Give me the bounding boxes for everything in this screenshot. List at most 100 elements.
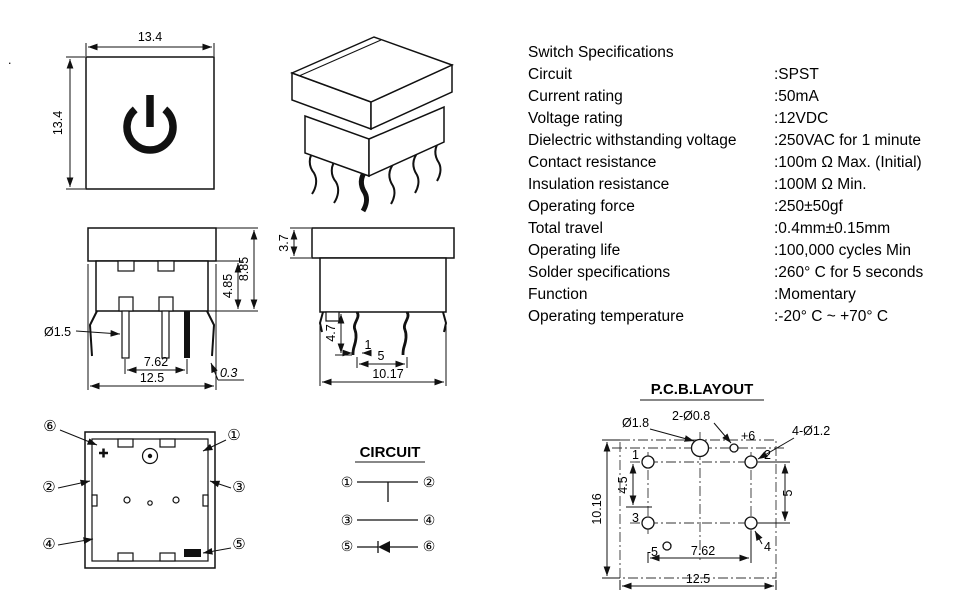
label-pin5: -5 (647, 545, 658, 559)
spec-label: Operating temperature (528, 308, 684, 325)
led-hole-plus (729, 443, 739, 453)
label-corner-holes: 4-Ø1.2 (792, 424, 830, 438)
dim-pin-width: 1 (342, 338, 372, 357)
svg-text:5: 5 (378, 349, 385, 363)
spec-value: :100,000 cycles Min (774, 242, 911, 259)
spec-label: Dielectric withstanding voltage (528, 132, 737, 149)
callout-6: ⑥ (43, 418, 56, 435)
spec-label: Circuit (528, 66, 572, 83)
spec-value: :250VAC for 1 minute (774, 132, 922, 149)
svg-text:3.7: 3.7 (277, 234, 291, 251)
spec-label: Operating life (528, 242, 621, 259)
pcb-labels: Ø1.8 2-Ø0.8 4-Ø1.2 +6 1 2 3 4 -5 (622, 409, 830, 559)
callout-2: ② (42, 479, 55, 496)
label-center-hole: Ø1.8 (622, 416, 649, 430)
dim-width-b: 10.17 (319, 326, 447, 386)
svg-text:Ø1.5: Ø1.5 (44, 325, 71, 339)
dim-total-height: 8.85 (216, 227, 258, 309)
circuit-title: CIRCUIT (360, 444, 421, 461)
dim-12.5: 12.5 (686, 572, 710, 586)
label-pin2: 2 (764, 448, 771, 462)
node-2: ② (423, 474, 436, 490)
front-dim-width: 13.4 (85, 30, 215, 56)
pcb-title: P.C.B.LAYOUT (651, 381, 754, 398)
callout-3: ③ (232, 479, 245, 496)
bottom-view: ⑥ ① ② ③ ④ ⑤ (42, 418, 246, 569)
spec-label: Total travel (528, 220, 603, 237)
iso-body-right-face (368, 105, 445, 178)
dim-13.4-top: 13.4 (138, 30, 162, 44)
svg-text:12.5: 12.5 (140, 371, 164, 385)
spec-value: :12VDC (774, 110, 829, 127)
dim-offset: 0.3 (210, 362, 244, 381)
node-4: ④ (423, 512, 436, 528)
spec-value: :100m Ω Max. (Initial) (774, 154, 922, 171)
spec-row: Total travel :0.4mm±0.15mm (528, 218, 976, 240)
dim-width-a: 12.5 (87, 264, 217, 390)
svg-text:1: 1 (365, 338, 372, 352)
spec-value: :0.4mm±0.15mm (774, 220, 891, 237)
dim-pin-dia: Ø1.5 (44, 325, 121, 339)
side-view-b: 3.7 4.7 1 5 10.17 (277, 227, 455, 386)
hole-4 (744, 516, 758, 530)
stray-dot: . (8, 53, 11, 67)
spec-value: :250±50gf (774, 198, 843, 215)
polarity-mark (184, 549, 201, 557)
circuit-diagram: CIRCUIT ① ② ③ ④ ⑤ ⑥ (341, 444, 436, 554)
hole-2 (744, 455, 758, 469)
body-b (319, 257, 447, 313)
svg-text:8.85: 8.85 (237, 257, 251, 281)
pcb-layout: P.C.B.LAYOUT Ø1.8 2-Ø0.8 4-Ø1.2 +6 1 2 3 (590, 381, 830, 590)
iso-cap-top-face (289, 36, 454, 103)
hole-1 (641, 455, 655, 469)
spec-row: Voltage rating :12VDC (528, 108, 976, 130)
svg-text:7.62: 7.62 (144, 355, 168, 369)
node-1: ① (341, 474, 354, 490)
cap-b (311, 227, 455, 259)
spec-title: Switch Specifications (528, 44, 674, 61)
spec-table: Switch Specifications Circuit :SPST Curr… (528, 42, 976, 328)
spec-value: :260° C for 5 seconds (774, 264, 924, 281)
svg-text:0.3: 0.3 (220, 366, 237, 380)
body-a (95, 260, 209, 312)
front-dim-height: 13.4 (51, 56, 85, 190)
spec-row: Current rating :50mA (528, 86, 976, 108)
spec-label: Function (528, 286, 588, 303)
node-6: ⑥ (423, 538, 436, 554)
spec-value: :-20° C ~ +70° C (774, 308, 889, 325)
pcb-dims: 4.5 10.16 5 7.62 12.5 (590, 439, 795, 590)
spec-label: Solder specifications (528, 264, 671, 281)
cap-a (87, 227, 217, 262)
spec-label: Operating force (528, 198, 635, 215)
dim-4.5: 4.5 (616, 476, 630, 493)
plus-mark-icon (99, 448, 108, 458)
spec-value: :100M Ω Min. (774, 176, 867, 193)
svg-text:4.85: 4.85 (221, 274, 235, 298)
spec-row: Dielectric withstanding voltage :250VAC … (528, 130, 976, 152)
led-hole-minus (662, 541, 672, 551)
spec-row: Operating life :100,000 cycles Min (528, 240, 976, 262)
hole-3 (641, 516, 655, 530)
label-pin6: +6 (741, 429, 755, 443)
dim-cap-height: 3.7 (277, 227, 311, 259)
spec-label: Contact resistance (528, 154, 657, 171)
node-5: ⑤ (341, 538, 354, 554)
spec-label: Voltage rating (528, 110, 623, 127)
perspective-view (289, 36, 454, 213)
spec-label: Current rating (528, 88, 623, 105)
callout-5: ⑤ (232, 536, 245, 553)
spec-value: :SPST (774, 66, 819, 83)
spec-row: Contact resistance :100m Ω Max. (Initial… (528, 152, 976, 174)
node-3: ③ (341, 512, 354, 528)
label-pin3: 3 (632, 511, 639, 525)
spec-row: Function :Momentary (528, 284, 976, 306)
spec-row: Insulation resistance :100M Ω Min. (528, 174, 976, 196)
label-led-holes: 2-Ø0.8 (672, 409, 710, 423)
spec-row: Operating temperature :-20° C ~ +70° C (528, 306, 976, 328)
dim-5: 5 (781, 489, 795, 496)
side-view-a: Ø1.5 4.85 8.85 7.62 12.5 (44, 227, 258, 390)
spec-row: Circuit :SPST (528, 64, 976, 86)
pins-b (318, 311, 448, 356)
